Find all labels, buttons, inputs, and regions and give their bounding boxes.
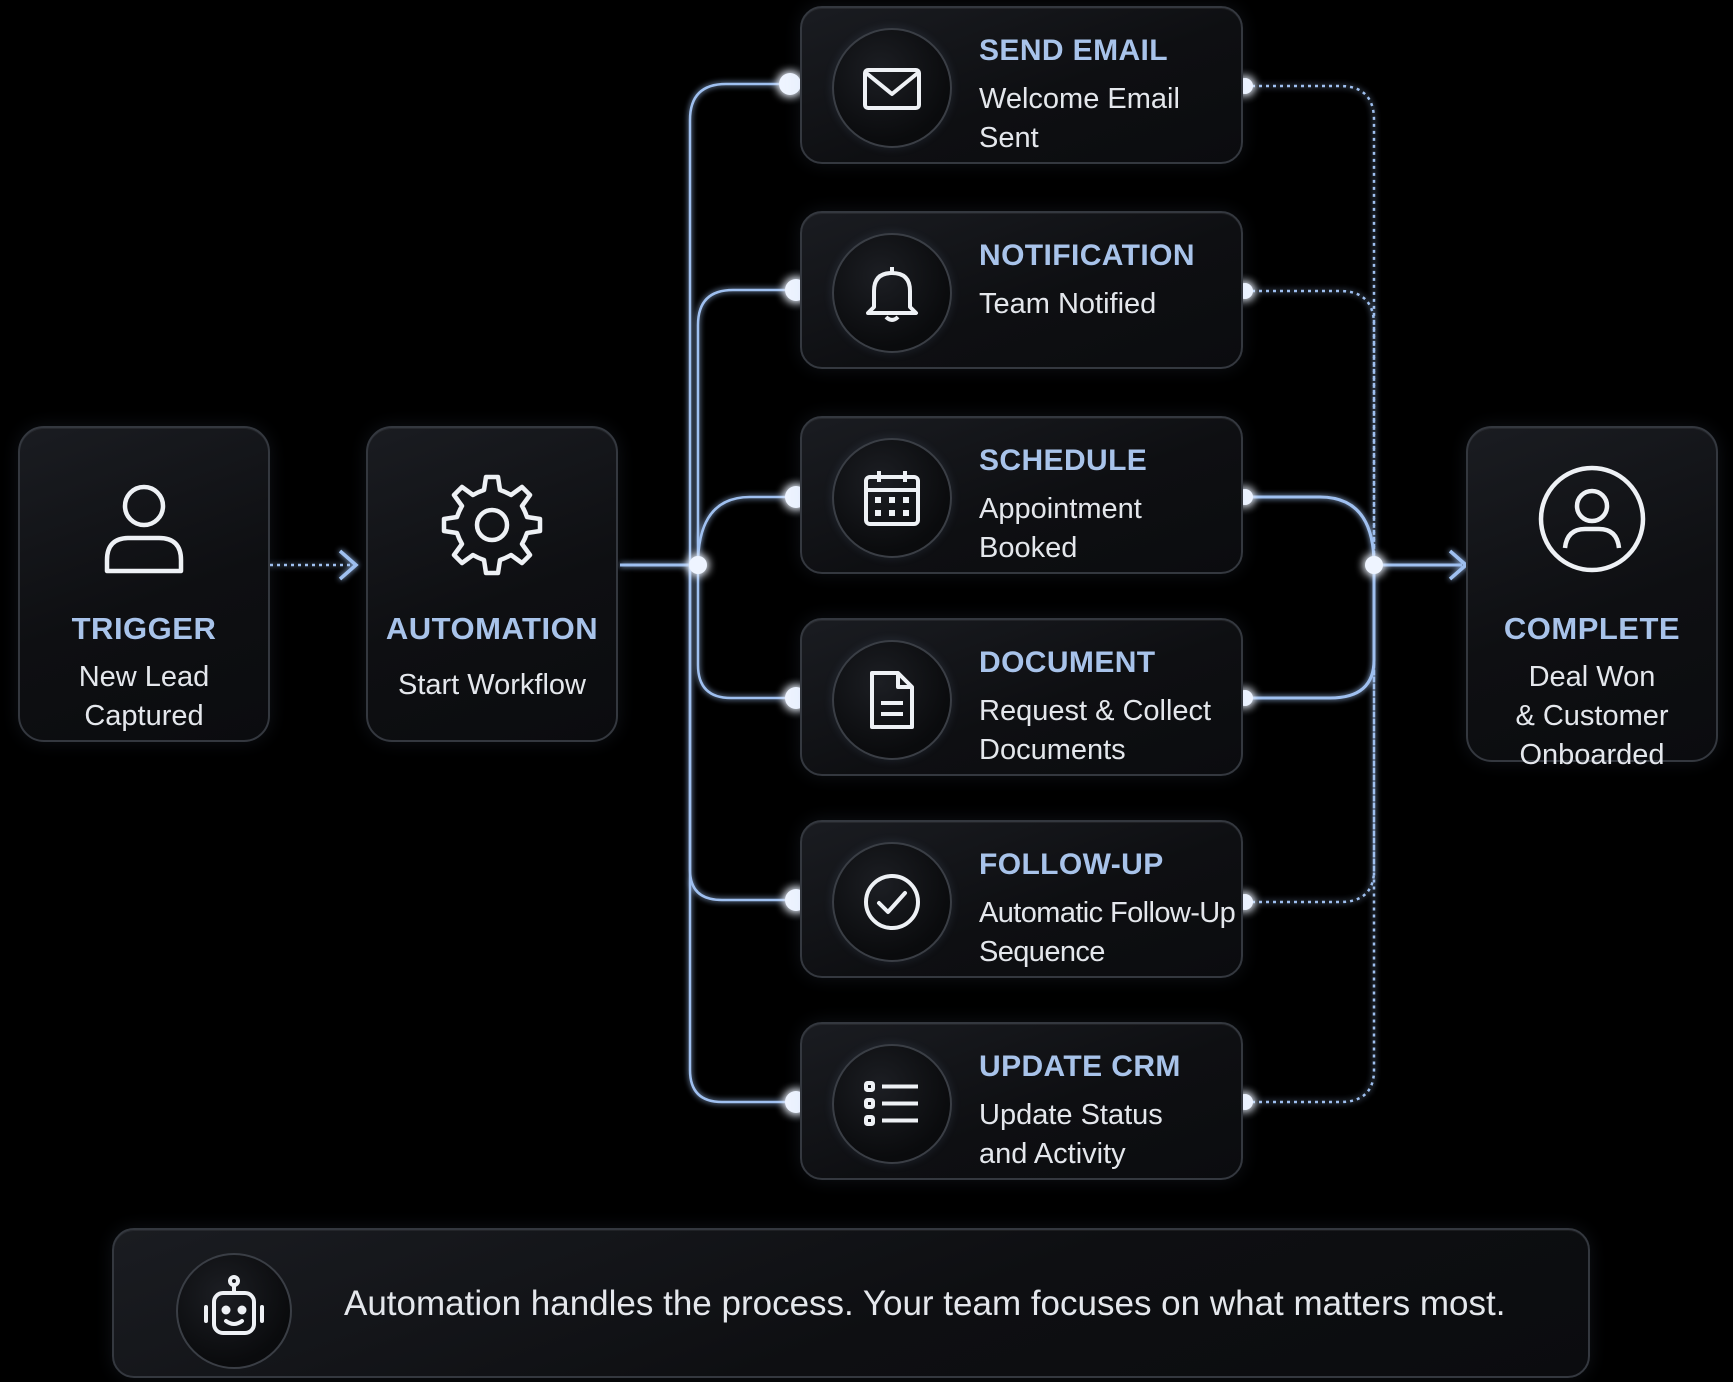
complete-description: Deal Won & Customer Onboarded <box>1468 658 1716 775</box>
automation-card[interactable]: AUTOMATION Start Workflow <box>366 426 618 742</box>
right-branch-crm <box>1245 565 1376 1104</box>
document-icon <box>870 671 914 729</box>
step-desc-line2: Sent <box>979 122 1039 154</box>
robot-icon <box>204 1275 264 1335</box>
step-description: Automatic Follow-Up Sequence <box>979 894 1239 972</box>
step-desc-line1: Welcome Email <box>979 83 1180 115</box>
check-circle-icon <box>864 874 920 930</box>
complete-desc-line1: Deal Won <box>1528 661 1656 693</box>
step-icon-badge <box>832 438 952 558</box>
robot-badge <box>176 1253 292 1369</box>
step-title: UPDATE CRM <box>979 1050 1181 1083</box>
envelope-icon <box>863 68 921 110</box>
step-update-crm[interactable]: UPDATE CRM Update Status and Activity <box>800 1022 1243 1180</box>
trigger-desc-line2: Captured <box>84 700 204 732</box>
step-title: SCHEDULE <box>979 444 1148 477</box>
left-branch-followup <box>688 565 796 902</box>
right-branch-schedule <box>1245 495 1376 566</box>
arrowhead-automation <box>338 549 359 581</box>
gear-icon <box>441 474 543 576</box>
trigger-card[interactable]: TRIGGER New Lead Captured <box>18 426 270 742</box>
step-title: FOLLOW-UP <box>979 848 1164 881</box>
step-title: SEND EMAIL <box>979 34 1169 67</box>
complete-desc-line2: & Customer <box>1515 700 1669 732</box>
footer-message: Automation handles the process. Your tea… <box>344 1284 1506 1323</box>
trigger-desc-line1: New Lead <box>78 661 210 693</box>
step-desc-line2: Booked <box>979 532 1078 564</box>
step-title: NOTIFICATION <box>979 239 1195 272</box>
port-dot-email-in <box>779 73 801 95</box>
step-desc-line2: Documents <box>979 734 1126 766</box>
automation-title: AUTOMATION <box>385 611 599 646</box>
automation-desc-line1: Start Workflow <box>397 669 586 701</box>
trigger-description: New Lead Captured <box>20 658 268 736</box>
step-description: Team Notified <box>979 285 1239 324</box>
complete-title: COMPLETE <box>1503 611 1681 646</box>
step-title: DOCUMENT <box>979 646 1156 679</box>
step-send-email[interactable]: SEND EMAIL Welcome Email Sent <box>800 6 1243 164</box>
step-document[interactable]: DOCUMENT Request & Collect Documents <box>800 618 1243 776</box>
junction-dot-left <box>689 556 707 574</box>
right-branch-followup <box>1245 565 1376 904</box>
user-icon <box>104 484 184 574</box>
list-icon <box>864 1081 918 1126</box>
automation-description: Start Workflow <box>368 666 616 705</box>
junction-dot-right <box>1365 556 1383 574</box>
left-branch-notification <box>696 288 796 565</box>
step-description: Welcome Email Sent <box>979 80 1239 158</box>
step-description: Request & Collect Documents <box>979 692 1239 770</box>
right-branch-notification <box>1245 289 1376 565</box>
user-circle-icon <box>1538 465 1646 573</box>
left-trunk <box>688 82 790 565</box>
left-branch-crm <box>688 565 796 1104</box>
calendar-icon <box>864 471 920 526</box>
right-branch-document <box>1245 565 1376 700</box>
step-description: Update Status and Activity <box>979 1096 1239 1174</box>
step-desc-line2: and Activity <box>979 1138 1126 1170</box>
complete-desc-line3: Onboarded <box>1519 739 1665 771</box>
step-desc-line1: Appointment <box>979 493 1142 525</box>
step-desc-line1: Team Notified <box>979 288 1157 320</box>
footer-banner: Automation handles the process. Your tea… <box>112 1228 1590 1378</box>
step-icon-badge <box>832 233 952 353</box>
step-desc-line1: Update Status <box>979 1099 1163 1131</box>
step-icon-badge <box>832 28 952 148</box>
complete-card[interactable]: COMPLETE Deal Won & Customer Onboarded <box>1466 426 1718 771</box>
step-icon-badge <box>832 640 952 760</box>
step-follow-up[interactable]: FOLLOW-UP Automatic Follow-Up Sequence <box>800 820 1243 978</box>
bell-icon <box>866 267 918 322</box>
step-description: Appointment Booked <box>979 490 1239 568</box>
right-branch-email <box>1245 84 1376 565</box>
step-schedule[interactable]: SCHEDULE Appointment Booked <box>800 416 1243 574</box>
arrowhead-complete <box>1448 549 1469 581</box>
step-desc-line2: Sequence <box>979 936 1105 968</box>
step-icon-badge <box>832 1044 952 1164</box>
step-desc-line1: Automatic Follow-Up <box>979 897 1236 929</box>
step-notification[interactable]: NOTIFICATION Team Notified <box>800 211 1243 369</box>
trigger-title: TRIGGER <box>71 611 217 646</box>
left-branch-schedule <box>696 495 796 566</box>
step-desc-line1: Request & Collect <box>979 695 1212 727</box>
left-branch-document <box>696 565 796 700</box>
step-icon-badge <box>832 842 952 962</box>
